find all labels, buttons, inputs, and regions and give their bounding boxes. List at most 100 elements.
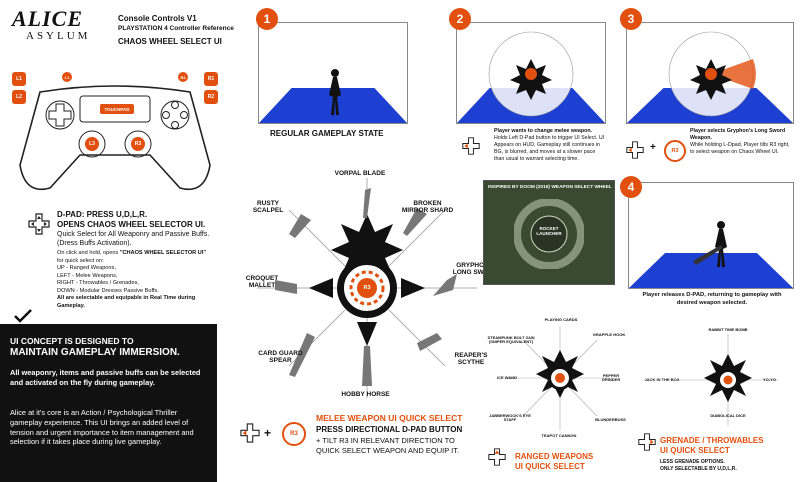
- grenade-note-1: LESS GRENADE OPTIONS.: [660, 459, 725, 465]
- ranged-title-2: UI QUICK SELECT: [515, 462, 585, 471]
- ranged-label-0: PLAYING CARDS: [544, 317, 578, 322]
- concept-box: UI CONCEPT IS DESIGNED TO MAINTAIN GAMEP…: [0, 324, 217, 482]
- grenade-wheel-diagram: [678, 334, 778, 426]
- dpad-right: RIGHT - Throwables / Grenades,: [57, 280, 139, 287]
- melee-label-4: HOBBY HORSE: [341, 391, 390, 398]
- concept-heading1: UI CONCEPT IS DESIGNED TO: [10, 336, 134, 346]
- panel-2-dpad-icon: [462, 137, 480, 155]
- dpad-desc: Quick Select for All Weaponry and Passiv…: [57, 231, 210, 248]
- r2-small-badge: R2: [178, 72, 188, 82]
- l3-stick[interactable]: L3: [85, 137, 99, 151]
- panel-1-number: 1: [256, 8, 278, 30]
- plus-sign: +: [264, 426, 272, 440]
- doom-reference-image: INSPIRED BY DOOM (2016) WEAPON SELECT WH…: [483, 180, 615, 285]
- grenade-title-1: GRENADE / THROWABLES: [660, 436, 764, 445]
- dpad-title: D-PAD: PRESS U,D,L,R.: [57, 210, 148, 219]
- melee-label-2: GRYPHON'S LONG SWORD: [452, 262, 499, 277]
- ps4-controller: L1 L2 R1 R2 L1 R2 TOUCHPAD L3 R3: [10, 60, 220, 200]
- dpad-line2: for quick select on:: [57, 257, 104, 264]
- panel-3-caption-bold: Player selects Gryphon's Long Sword Weap…: [690, 128, 786, 141]
- grenade-label-3: JACK IN THE BOX: [644, 377, 680, 382]
- r3-stick[interactable]: R3: [131, 137, 145, 151]
- logo-sub: ASYLUM: [26, 30, 91, 42]
- r3-badge-melee: R3: [282, 422, 306, 446]
- header-title: Console Controls V1: [118, 14, 197, 23]
- panel-4-number: 4: [620, 176, 642, 198]
- grenade-label-2: DIABOLICAL DICE: [710, 413, 746, 418]
- grenade-title-2: UI QUICK SELECT: [660, 446, 730, 455]
- ranged-label-7: STEAMPUNK BOLT GUN (SNIPER EQUIVALENT): [487, 335, 535, 345]
- doom-wheel-icon: [514, 199, 584, 269]
- panel-4-caption: Player releases D-PAD, returning to game…: [642, 292, 782, 306]
- dpad-left: LEFT - Melee Weapons,: [57, 272, 118, 279]
- dpad-line1-bold: "CHAOS WHEEL SELECTOR UI": [119, 250, 207, 256]
- r1-button[interactable]: R1: [204, 72, 218, 86]
- panel-3-dpad-icon: [626, 141, 644, 159]
- ranged-label-5: JABBERWOCK'S EYE STAFF: [489, 413, 531, 423]
- controller-outline-icon: [19, 85, 211, 190]
- ranged-label-6: ICE WAND: [497, 375, 517, 380]
- melee-wheel-diagram: [257, 178, 477, 398]
- melee-line3: QUICK SELECT WEAPON AND EQUIP IT.: [316, 446, 460, 455]
- r3-badge-panel3: R3: [664, 140, 686, 162]
- dpad-footer: All are selectable and equipable in Real…: [57, 295, 196, 309]
- dpad-left-icon: [240, 423, 260, 443]
- touchpad[interactable]: TOUCHPAD: [100, 104, 134, 114]
- header-subtitle: PLAYSTATION 4 Controller Reference: [118, 25, 234, 32]
- l1-small-badge: L1: [62, 72, 72, 82]
- panel-3-plus: +: [650, 142, 656, 153]
- panel-2-screen: [456, 22, 606, 124]
- concept-para2: Alice at it's core is an Action / Psycho…: [10, 408, 194, 447]
- melee-label-7: RUSTY SCALPEL: [252, 200, 284, 215]
- alice-sword-figure-icon: [693, 221, 727, 267]
- l2-button[interactable]: L2: [12, 90, 26, 104]
- panel-3-screen: [626, 22, 794, 124]
- l1-button[interactable]: L1: [12, 72, 26, 86]
- doom-center-label: ROCKET LAUNCHER: [536, 226, 562, 236]
- ranged-label-2: PEPPER GRINDER: [601, 373, 621, 383]
- dpad-line1: On click and hold, opens: [57, 250, 120, 256]
- melee-line1: PRESS DIRECTIONAL D-PAD BUTTON: [316, 425, 463, 434]
- check-icon: [14, 309, 32, 323]
- dpad-list: On click and hold, opens "CHAOS WHEEL SE…: [57, 250, 222, 310]
- logo-main: ALICE: [12, 6, 84, 31]
- melee-label-5: CARD GUARD SPEAR: [258, 350, 303, 365]
- panel-2-caption-bold: Player wants to change melee weapon.: [494, 128, 593, 134]
- melee-label-3: REAPER'S SCYTHE: [454, 352, 488, 367]
- ranged-label-3: BLUNDERBUSS: [595, 417, 626, 422]
- grenade-dpad-icon: [638, 433, 656, 451]
- doom-label: INSPIRED BY DOOM (2016) WEAPON SELECT WH…: [488, 185, 612, 190]
- ranged-label-1: GRAPPLE HOOK: [592, 332, 626, 337]
- grenade-label-0: RABBIT TIME BOMB: [708, 327, 748, 332]
- panel-3-caption: Player selects Gryphon's Long Sword Weap…: [690, 128, 794, 156]
- melee-label-6: CROQUET MALLET: [245, 275, 279, 290]
- grenade-label-1: YO-YO: [763, 377, 776, 382]
- panel-1-caption: REGULAR GAMEPLAY STATE: [270, 129, 384, 138]
- alice-figure-icon: [329, 69, 341, 115]
- panel-2-caption: Player wants to change melee weapon. Hol…: [494, 128, 606, 162]
- dpad-icon: [28, 213, 50, 235]
- panel-2-number: 2: [449, 8, 471, 30]
- melee-label-1: BROKEN MIRROR SHARD: [401, 200, 454, 215]
- dpad-down: DOWN - Modular Dresses Passive Buffs.: [57, 287, 159, 294]
- panel-2-wheel-overlay: [488, 31, 574, 117]
- ranged-title-1: RANGED WEAPONS: [515, 452, 594, 461]
- panel-1-screen: [258, 22, 408, 124]
- melee-line2: + TILT R3 IN RELEVANT DIRECTION TO: [316, 436, 455, 445]
- melee-center-r3: R3: [363, 285, 371, 291]
- concept-heading2: MAINTAIN GAMEPLAY IMMERSION.: [10, 347, 180, 358]
- logo: ALICE ASYLUM: [12, 6, 91, 52]
- concept-para1: All weaponry, items and passive buffs ca…: [10, 368, 201, 387]
- ranged-wheel-diagram: [507, 326, 613, 430]
- panel-2-caption-text: Holds Left D-Pad button to trigger UI Se…: [494, 134, 605, 162]
- ranged-label-4: TEAPOT CANNON: [541, 433, 577, 438]
- dpad-up: UP - Ranged Weapons,: [57, 265, 116, 272]
- panel-3-number: 3: [620, 8, 642, 30]
- panel-3-caption-text: While holding L-Dpad, Player tilts R3 ri…: [690, 141, 790, 155]
- header-section: CHAOS WHEEL SELECT UI: [118, 37, 222, 46]
- r2-button[interactable]: R2: [204, 90, 218, 104]
- panel-4-screen: [628, 182, 794, 289]
- dpad-subtitle: OPENS CHAOS WHEEL SELECTOR UI.: [57, 220, 206, 229]
- ranged-dpad-icon: [488, 448, 506, 466]
- panel-3-wheel-overlay: [668, 31, 756, 117]
